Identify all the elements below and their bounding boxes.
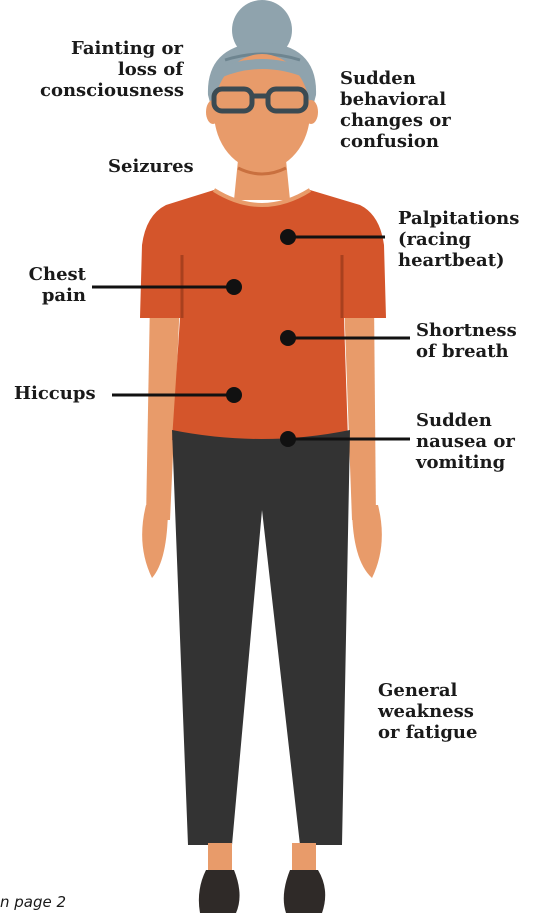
dot-shortness	[280, 330, 296, 346]
neck	[234, 160, 290, 200]
pants	[172, 430, 350, 845]
label-behavioral-changes: Sudden behavioral changes or confusion	[340, 68, 510, 152]
label-weakness: General weakness or fatigue	[378, 680, 518, 743]
label-fainting: Fainting or loss of consciousness	[40, 38, 183, 101]
dot-nausea	[280, 431, 296, 447]
label-shortness-of-breath: Shortness of breath	[416, 320, 536, 362]
label-chest-pain: Chest pain	[10, 264, 86, 306]
ankle-right	[292, 843, 316, 873]
label-seizures: Seizures	[108, 156, 228, 177]
label-nausea: Sudden nausea or vomiting	[416, 410, 536, 473]
shoe-left	[199, 870, 240, 913]
dot-palpitations	[280, 229, 296, 245]
footnote: n page 2	[0, 893, 66, 911]
label-hiccups: Hiccups	[14, 383, 114, 404]
dot-chest-pain	[226, 279, 242, 295]
shoe-right	[284, 870, 325, 913]
ankle-left	[208, 843, 232, 873]
dot-hiccups	[226, 387, 242, 403]
label-palpitations: Palpitations (racing heartbeat)	[398, 208, 538, 271]
